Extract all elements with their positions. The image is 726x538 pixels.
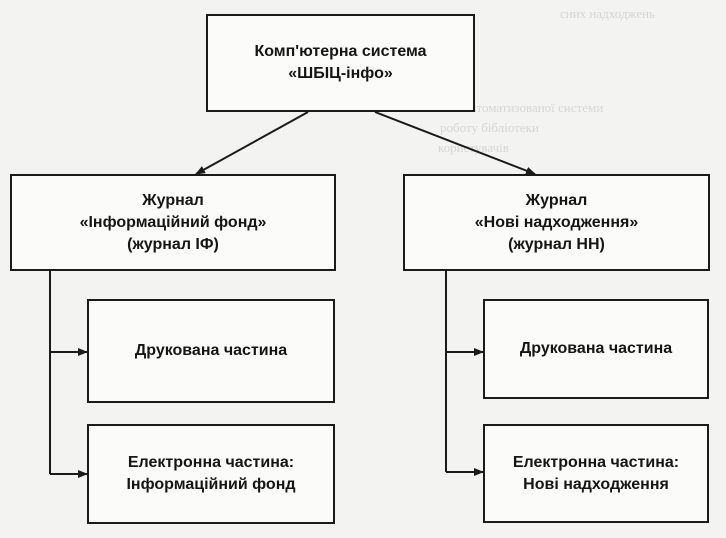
node-journal-nn-line-1: Журнал xyxy=(525,191,588,209)
node-journal-if: Журнал «Інформаційний фонд» (журнал ІФ) xyxy=(10,174,336,271)
background-bleed: 13 Автоматизованої системи xyxy=(445,100,604,115)
node-if-print-line-1: Друкована частина xyxy=(134,342,288,359)
node-nn-print-part: Друкована частина xyxy=(483,299,709,399)
background-bleed: сних надходжень xyxy=(560,6,655,21)
node-journal-nn-line-3: (журнал НН) xyxy=(508,235,605,253)
node-nn-electronic-line-1: Електронна частина: xyxy=(512,453,680,471)
node-if-print-part: Друкована частина xyxy=(87,299,335,403)
background-bleed: роботу бібліотеки xyxy=(440,120,539,135)
arrow-root-to-journal-nn xyxy=(374,111,536,175)
node-nn-print-line-1: Друкована частина xyxy=(519,340,673,357)
arrow-root-to-journal-if xyxy=(195,111,309,175)
node-root-line-2: «ШБІЦ-інфо» xyxy=(288,65,393,82)
node-journal-nn: Журнал «Нові надходження» (журнал НН) xyxy=(403,174,710,271)
node-root-line-1: Комп'ютерна система xyxy=(254,43,427,60)
node-if-electronic-part: Електронна частина: Інформаційний фонд xyxy=(87,424,335,524)
node-nn-electronic-line-2: Нові надходження xyxy=(523,475,669,493)
node-if-electronic-line-2: Інформаційний фонд xyxy=(126,476,296,493)
node-root-system: Комп'ютерна система «ШБІЦ-інфо» xyxy=(206,14,475,112)
node-journal-nn-line-2: «Нові надходження» xyxy=(474,213,639,231)
node-nn-electronic-part: Електронна частина: Нові надходження xyxy=(483,424,709,523)
node-journal-if-line-3: (журнал ІФ) xyxy=(127,235,219,253)
node-if-electronic-line-1: Електронна частина: xyxy=(127,454,295,471)
node-journal-if-line-2: «Інформаційний фонд» xyxy=(79,213,267,231)
node-journal-if-line-1: Журнал xyxy=(142,191,204,209)
